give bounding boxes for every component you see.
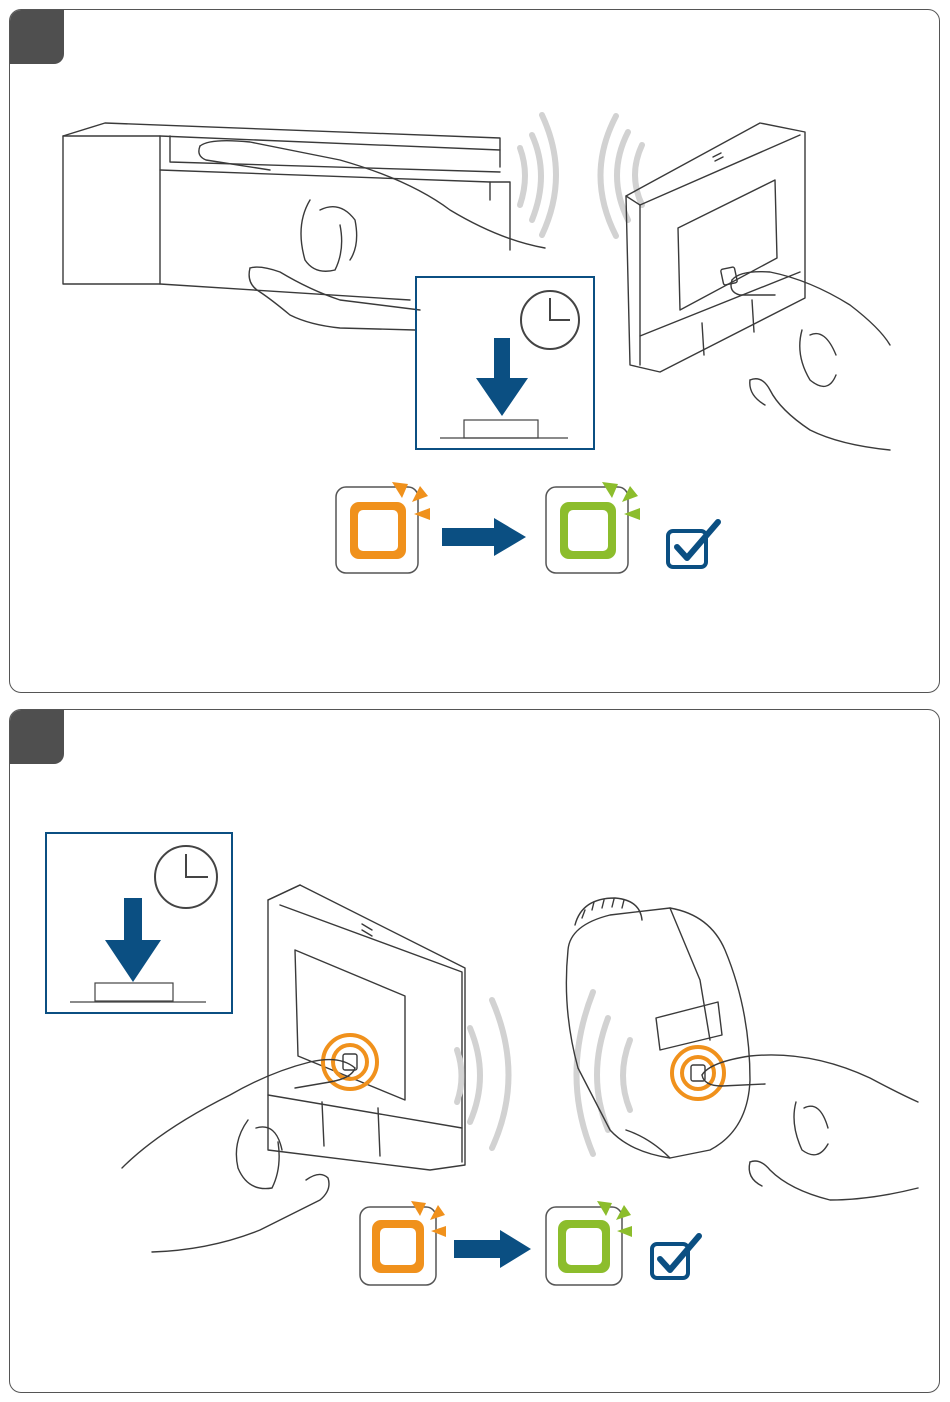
wall-thermostat [626,123,805,372]
checkbox-checked-icon [652,1236,699,1278]
led-green-icon [546,482,640,573]
step-1-illustration [10,10,940,693]
led-green-icon [546,1201,632,1285]
wall-thermostat [268,885,465,1170]
hand-left [199,141,545,330]
led-orange-icon [336,482,430,573]
arrow-right-icon [454,1230,531,1268]
signal-waves [520,115,642,236]
radiator-thermostat [566,898,750,1158]
checkbox-checked-icon [668,522,718,567]
step-panel-2 [9,709,940,1393]
hand-right [702,1055,918,1200]
signal-waves [457,992,630,1154]
arrow-right-icon [442,518,526,556]
hand-right [731,272,890,450]
step-2-illustration [10,710,940,1393]
led-status-row [336,482,718,573]
press-down-arrow-icon [476,338,528,416]
clock-icon [521,291,579,349]
press-down-arrow-icon [105,898,161,982]
clock-icon [155,846,217,908]
long-press-inset [46,833,232,1013]
long-press-inset [416,277,594,449]
led-orange-icon [360,1201,446,1285]
led-status-row [360,1201,699,1285]
step-panel-1 [9,9,940,693]
